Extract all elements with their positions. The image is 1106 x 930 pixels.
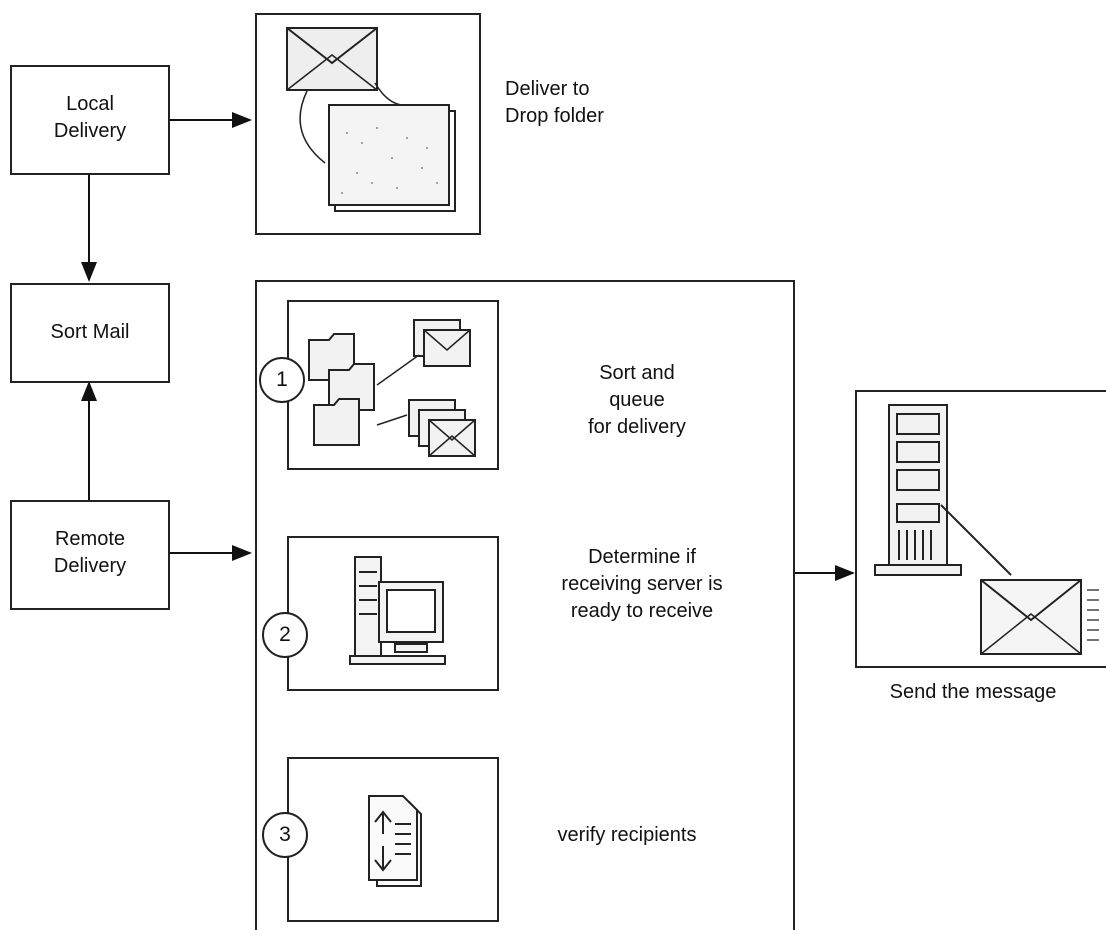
step-2-caption: Determine if receiving server is ready t…: [522, 544, 762, 625]
step-2-box: [287, 536, 499, 691]
server-computer-icon: [345, 552, 455, 672]
document-arrows-icon: [361, 794, 431, 889]
remote-delivery-label: Remote Delivery: [12, 526, 168, 580]
drop-folder-box: [255, 13, 481, 235]
server-sending-envelope-icon: [861, 400, 1106, 660]
step-1-number: 1: [259, 357, 305, 403]
folders-and-envelopes-icon: [299, 310, 489, 460]
envelope-to-folder-icon: [267, 23, 467, 223]
steps-panel: 1 Sort and queue for delivery 2 Determin…: [255, 280, 795, 930]
remote-delivery-box: Remote Delivery: [10, 500, 170, 610]
step-1-box: [287, 300, 499, 470]
step-2-number: 2: [262, 612, 308, 658]
sort-mail-box: Sort Mail: [10, 283, 170, 383]
drop-folder-caption: Deliver to Drop folder: [505, 76, 635, 130]
step-3-number: 3: [262, 812, 308, 858]
send-caption: Send the message: [868, 679, 1078, 706]
local-delivery-box: Local Delivery: [10, 65, 170, 175]
step-3-box: [287, 757, 499, 922]
step-3-caption: verify recipients: [527, 822, 727, 849]
sort-mail-label: Sort Mail: [12, 319, 168, 346]
step-1-caption: Sort and queue for delivery: [527, 360, 747, 441]
send-box: [855, 390, 1106, 668]
local-delivery-label: Local Delivery: [12, 91, 168, 145]
